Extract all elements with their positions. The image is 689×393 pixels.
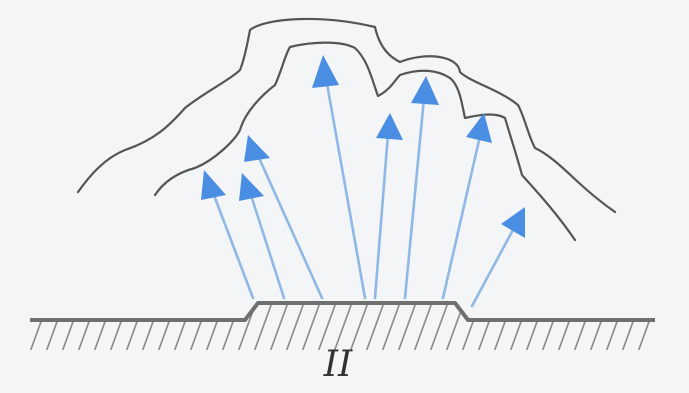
arrow-up-icon — [244, 135, 270, 162]
arrow-up-icon — [411, 76, 439, 105]
arrow-up-icon — [239, 173, 264, 201]
inner-cloud-outline — [155, 43, 575, 240]
arrow-shaft — [443, 136, 480, 298]
outer-cloud-outline — [78, 19, 615, 212]
arrow-shaft — [212, 190, 253, 298]
arrow-shaft — [260, 160, 322, 298]
arrow-shaft — [472, 228, 514, 306]
arrow-shaft — [375, 134, 388, 298]
arrow-shaft — [250, 192, 284, 298]
arrow-up-icon — [312, 55, 339, 88]
arrow-up-icon — [501, 207, 525, 238]
figure-label: II — [318, 345, 358, 385]
arrow-up-icon — [376, 113, 403, 140]
arrow-shaft — [326, 78, 365, 298]
arrow-up-icon — [201, 170, 226, 200]
arrow-shaft — [405, 98, 424, 298]
ground-surface-line — [30, 303, 655, 320]
